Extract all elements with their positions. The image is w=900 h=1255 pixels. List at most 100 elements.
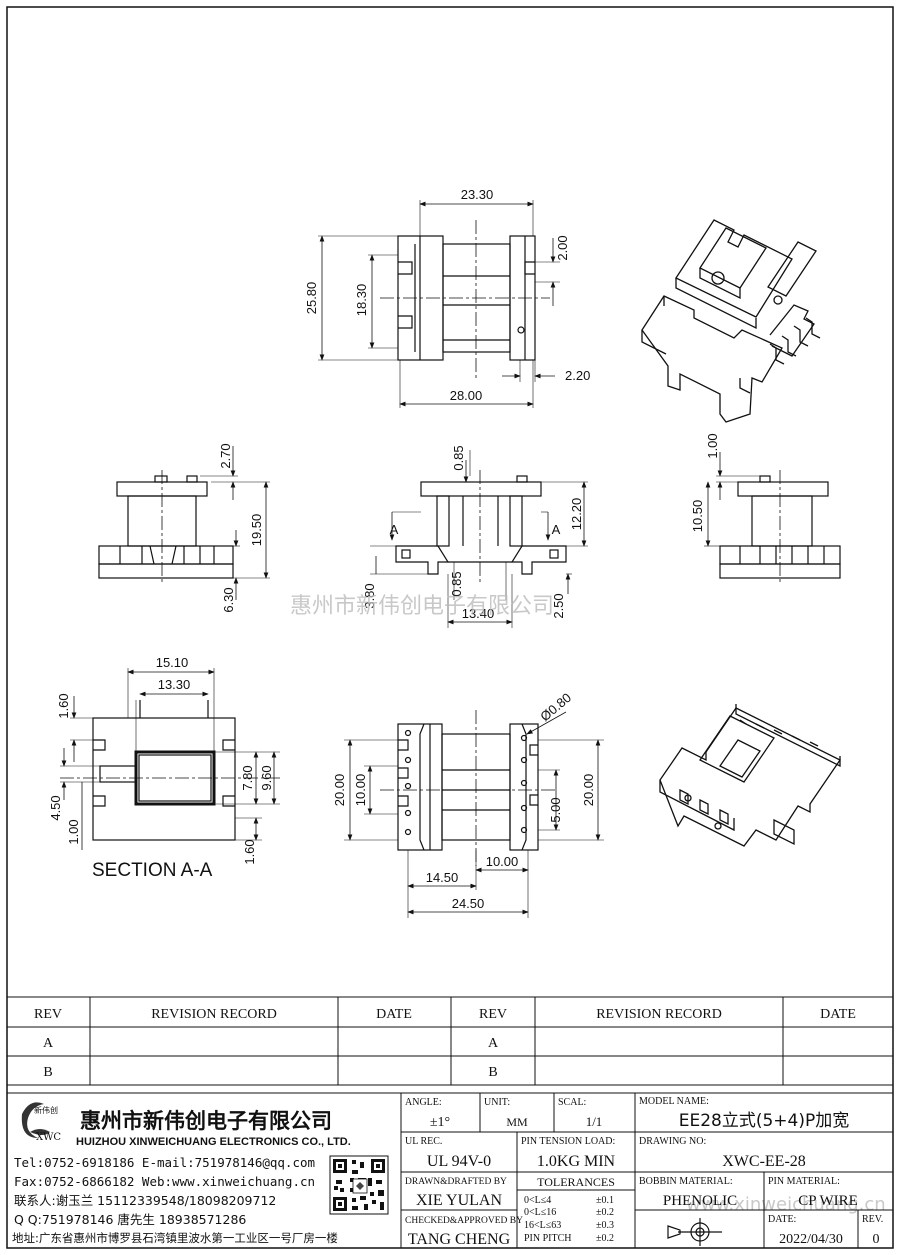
dim-center-flange2: 0.85 bbox=[449, 571, 464, 596]
side-view bbox=[704, 452, 841, 584]
drawing-value: XWC-EE-28 bbox=[722, 1153, 806, 1170]
dim-front-top: 2.70 bbox=[218, 443, 233, 468]
section-mark-left: A bbox=[390, 522, 399, 537]
tol-range-2: 0<L≤16 bbox=[524, 1207, 556, 1218]
drawn-label: DRAWN&DRAFTED BY bbox=[405, 1177, 507, 1187]
dim-section-h2: 9.60 bbox=[259, 765, 274, 790]
checked-value: TANG CHENG bbox=[408, 1231, 511, 1248]
dim-center-pin: 2.50 bbox=[551, 593, 566, 618]
logo-text: 新伟创 bbox=[34, 1105, 58, 1115]
pin-tension-label: PIN TENSION LOAD: bbox=[521, 1136, 615, 1147]
drawing-label: DRAWING NO: bbox=[639, 1136, 706, 1147]
section-mark-right: A bbox=[552, 522, 561, 537]
dim-section-h1: 7.80 bbox=[240, 765, 255, 790]
contact-fax: Fax:0752-6866182 Web:www.xinweichuang.cn bbox=[14, 1174, 315, 1189]
watermark-company: 惠州市新伟创电子有限公司 bbox=[290, 594, 554, 619]
dim-section-flange: 1.60 bbox=[56, 693, 71, 718]
tol-value-4: ±0.2 bbox=[596, 1233, 614, 1244]
tol-value-1: ±0.1 bbox=[596, 1195, 614, 1206]
tol-value-3: ±0.3 bbox=[596, 1220, 614, 1231]
iso-view-bottom bbox=[659, 704, 841, 847]
contact-person: 联系人:谢玉兰 15112339548/18098209712 bbox=[14, 1193, 276, 1208]
pin-tension-value: 1.0KG MIN bbox=[537, 1153, 616, 1170]
contact-qq: Q Q:751978146 唐先生 18938571286 bbox=[14, 1212, 246, 1227]
logo-abbr: XWC bbox=[36, 1132, 61, 1143]
iso-view-top bbox=[641, 219, 821, 423]
dim-section-bottom: 1.60 bbox=[242, 839, 257, 864]
dim-top-height-outer: 25.80 bbox=[304, 282, 319, 315]
sheet-border bbox=[6, 6, 894, 1249]
section-label: SECTION A-A bbox=[92, 860, 213, 881]
contact-tel: Tel:0752-6918186 E-mail:751978146@qq.com bbox=[14, 1155, 315, 1170]
rev-header-1: REV bbox=[34, 1007, 62, 1022]
revision-table bbox=[6, 996, 894, 1086]
unit-label: UNIT: bbox=[484, 1097, 510, 1108]
dim-top-width-inner: 23.30 bbox=[461, 187, 494, 202]
date-label: DATE: bbox=[768, 1214, 796, 1225]
bobbin-material-value: PHENOLIC bbox=[663, 1193, 737, 1209]
title-block-grid bbox=[6, 1092, 894, 1249]
dim-bottom-h-right-inner: 5.00 bbox=[548, 797, 563, 822]
bobbin-material-label: BOBBIN MATERIAL: bbox=[639, 1176, 733, 1187]
section-view bbox=[60, 668, 280, 850]
dim-bottom-h-left-inner: 10.00 bbox=[353, 774, 368, 807]
dim-bottom-w-inner: 10.00 bbox=[486, 854, 519, 869]
pin-material-label: PIN MATERIAL: bbox=[768, 1176, 840, 1187]
qr-code bbox=[329, 1155, 389, 1215]
dim-top-width-outer: 28.00 bbox=[450, 388, 483, 403]
dim-bottom-h-left: 20.00 bbox=[332, 774, 347, 807]
dim-top-pin-step: 2.00 bbox=[555, 235, 570, 260]
unit-value: MM bbox=[506, 1115, 528, 1129]
company-name-en: HUIZHOU XINWEICHUANG ELECTRONICS CO., LT… bbox=[76, 1136, 351, 1148]
drawn-value: XIE YULAN bbox=[416, 1192, 503, 1209]
dim-center-width: 13.40 bbox=[462, 606, 495, 621]
rev-header-2: REV bbox=[479, 1007, 507, 1022]
date-header-1: DATE bbox=[376, 1007, 412, 1022]
model-label: MODEL NAME: bbox=[639, 1096, 709, 1107]
rev-label: REV. bbox=[862, 1214, 883, 1225]
tol-range-1: 0<L≤4 bbox=[524, 1195, 551, 1206]
dim-section-inner: 13.30 bbox=[158, 677, 191, 692]
checked-label: CHECKED&APPROVED BY bbox=[405, 1216, 523, 1226]
dim-center-base: 3.80 bbox=[362, 583, 377, 608]
scale-value: 1/1 bbox=[586, 1114, 603, 1129]
dim-front-height: 19.50 bbox=[249, 514, 264, 547]
dim-front-bottom: 6.30 bbox=[221, 587, 236, 612]
dim-section-d1: 4.50 bbox=[48, 795, 63, 820]
rev-row-b-left: B bbox=[43, 1065, 52, 1080]
top-view bbox=[318, 200, 560, 408]
projection-symbol-icon bbox=[667, 1218, 722, 1246]
company-address: 地址:广东省惠州市博罗县石湾镇里波水第一工业区一号厂房一楼 bbox=[12, 1231, 338, 1245]
company-name-cn: 惠州市新伟创电子有限公司 bbox=[80, 1109, 332, 1133]
angle-value: ±1° bbox=[430, 1115, 450, 1130]
revision-record-header-2: REVISION RECORD bbox=[596, 1007, 722, 1022]
dim-bottom-h-right: 20.00 bbox=[581, 774, 596, 807]
dim-top-height-inner: 18.30 bbox=[354, 284, 369, 317]
angle-label: ANGLE: bbox=[405, 1097, 442, 1108]
ul-value: UL 94V-0 bbox=[427, 1153, 491, 1170]
scale-label: SCAL: bbox=[558, 1097, 586, 1108]
center-view bbox=[370, 450, 588, 628]
rev-value: 0 bbox=[873, 1232, 880, 1247]
tolerances-label: TOLERANCES bbox=[537, 1175, 615, 1189]
date-value: 2022/04/30 bbox=[779, 1232, 843, 1247]
dim-bottom-hole: Ø0.80 bbox=[537, 690, 574, 724]
dim-side-height: 10.50 bbox=[690, 500, 705, 533]
ul-label: UL REC. bbox=[405, 1136, 442, 1147]
revision-record-header-1: REVISION RECORD bbox=[151, 1007, 277, 1022]
rev-row-a-right: A bbox=[488, 1036, 499, 1051]
tol-range-3: 16<L≤63 bbox=[524, 1220, 561, 1231]
date-header-2: DATE bbox=[820, 1007, 856, 1022]
tol-range-4: PIN PITCH bbox=[524, 1233, 572, 1244]
rev-row-b-right: B bbox=[488, 1065, 497, 1080]
dim-side-top: 1.00 bbox=[705, 433, 720, 458]
dim-center-top-flange: 0.85 bbox=[451, 445, 466, 470]
dim-bottom-w-total: 24.50 bbox=[452, 896, 485, 911]
rev-row-a-left: A bbox=[43, 1036, 54, 1051]
dim-section-d2: 1.00 bbox=[66, 819, 81, 844]
dim-section-outer: 15.10 bbox=[156, 655, 189, 670]
model-value: EE28立式(5+4)P加宽 bbox=[679, 1111, 850, 1131]
dim-top-pin-offset: 2.20 bbox=[565, 368, 590, 383]
tol-value-2: ±0.2 bbox=[596, 1207, 614, 1218]
